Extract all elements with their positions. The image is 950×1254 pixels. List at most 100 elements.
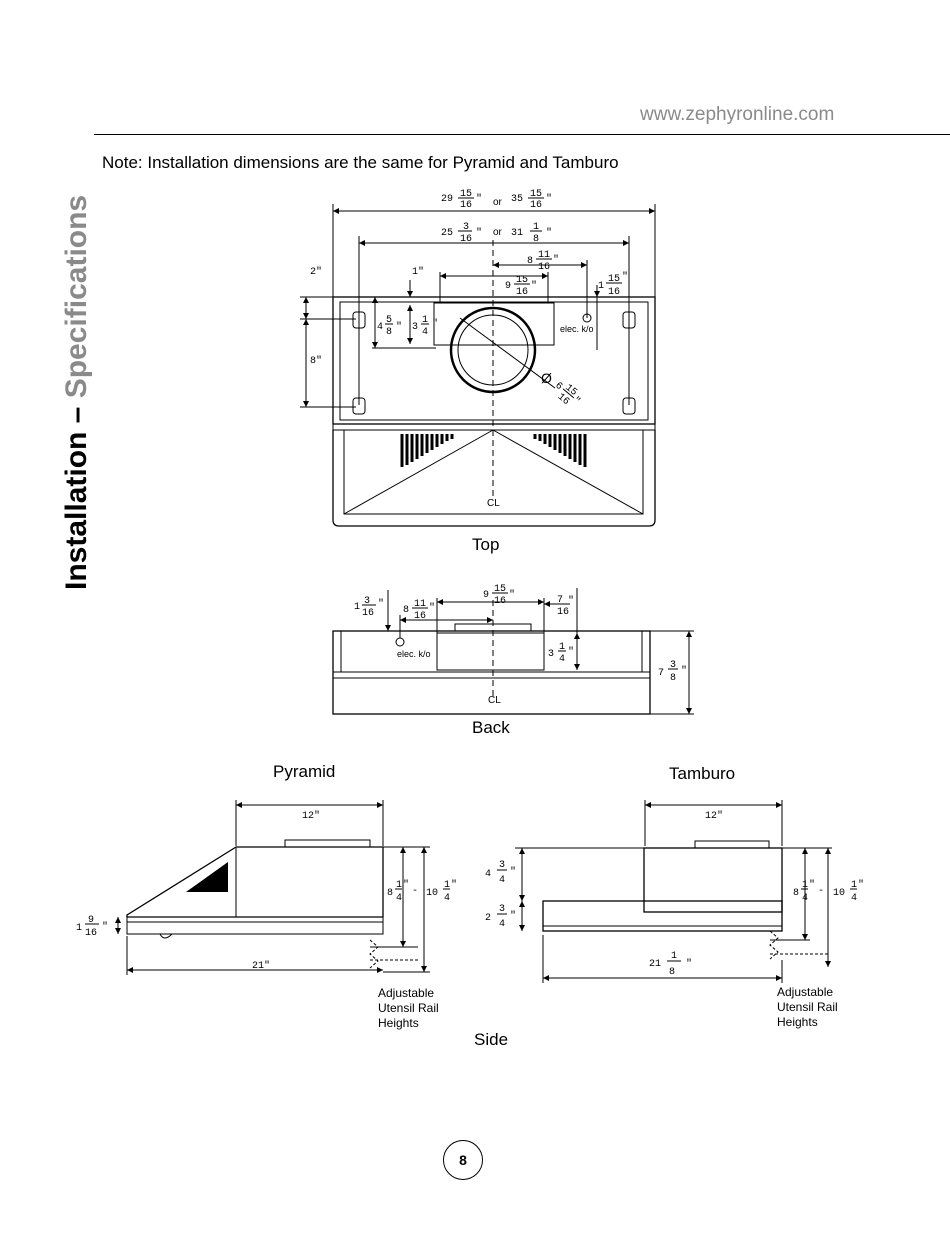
frac-den: 16 — [538, 262, 550, 273]
frac-den: 16 — [460, 200, 472, 211]
centerline-label: CL — [487, 498, 500, 509]
dim-duct-depth: 4 — [377, 322, 383, 333]
or-label: or — [493, 227, 503, 238]
tamburo-upper-height: 4 — [485, 869, 491, 880]
frac-den: 4 — [559, 654, 565, 665]
frac-num: 15 — [516, 275, 528, 286]
side-view-tamburo: Tamburo 12" 4 3 4 " 2 3 4 " 8 1 4 — [485, 764, 864, 1029]
svg-text:": " — [546, 227, 552, 239]
dim-back-duct-width: 9 — [483, 590, 489, 601]
svg-text:": " — [429, 602, 435, 614]
tamburo-rail-note-3: Heights — [777, 1015, 818, 1029]
svg-text:": " — [531, 280, 537, 292]
svg-text:": " — [622, 271, 628, 283]
svg-text:": " — [451, 879, 457, 891]
back-centerline-label: CL — [488, 695, 501, 706]
frac-den: 4 — [396, 893, 402, 904]
svg-text:": " — [858, 879, 864, 891]
dim-back-height: 7 — [658, 668, 664, 679]
elec-ko-label: elec. k/o — [560, 324, 594, 334]
svg-text:": " — [681, 665, 687, 677]
pyramid-height-max: 10 — [426, 888, 438, 899]
pyramid-rail-note-1: Adjustable — [378, 986, 434, 1000]
frac-num: 15 — [460, 189, 472, 200]
svg-text:": " — [476, 227, 482, 239]
svg-text:": " — [553, 254, 559, 266]
frac-den: 8 — [670, 673, 676, 684]
pyramid-rail-note-2: Utensil Rail — [378, 1001, 439, 1015]
frac-num: 15 — [608, 274, 620, 285]
frac-num: 1 — [422, 315, 428, 326]
frac-num: 1 — [396, 880, 402, 891]
pyramid-rail-note-3: Heights — [378, 1016, 419, 1030]
tamburo-rail-note-2: Utensil Rail — [777, 1000, 838, 1014]
dim-back-side-offset: 7 — [557, 595, 563, 606]
svg-text:": " — [510, 910, 516, 922]
frac-num: 3 — [364, 596, 370, 607]
frac-num: 1 — [671, 951, 677, 962]
caption-back: Back — [472, 718, 510, 737]
frac-num: 3 — [670, 660, 676, 671]
pyramid-front-height: 1 — [76, 923, 82, 934]
frac-den: 4 — [422, 327, 428, 338]
svg-text:": " — [809, 879, 815, 891]
dim-back-edge: 1 — [354, 602, 360, 613]
frac-den: 16 — [494, 596, 506, 607]
range-dash: - — [412, 886, 418, 897]
frac-num: 3 — [499, 904, 505, 915]
dim-back-duct-height: 3 — [548, 649, 554, 660]
range-dash: - — [818, 886, 824, 897]
side-view-pyramid: Pyramid 12" 8 1 4 " - 10 1 4 " 1 9 — [76, 762, 457, 1030]
dim-slot-8: 8" — [310, 355, 322, 367]
pyramid-top-width: 12" — [302, 810, 320, 822]
frac-den: 4 — [851, 893, 857, 904]
dim-duct-depth-2: 3 — [412, 322, 418, 333]
frac-den: 16 — [414, 611, 426, 622]
dim-back-1: 1" — [412, 266, 424, 278]
frac-num: 11 — [414, 599, 426, 610]
dim-overall-a: 29 — [441, 194, 453, 205]
svg-text:": " — [510, 866, 516, 878]
frac-den: 16 — [530, 200, 542, 211]
caption-side: Side — [474, 1030, 508, 1049]
tamburo-lower-height: 2 — [485, 913, 491, 924]
dim-mount-a: 25 — [441, 228, 453, 239]
frac-num: 11 — [538, 250, 550, 261]
diameter-icon: Ø — [541, 370, 552, 386]
frac-den: 16 — [85, 928, 97, 939]
pyramid-height-min: 8 — [387, 888, 393, 899]
frac-den: 16 — [516, 287, 528, 298]
site-url[interactable]: www.zephyronline.com — [640, 104, 835, 125]
frac-num: 1 — [802, 880, 808, 891]
svg-text:": " — [396, 321, 402, 333]
frac-num: 15 — [530, 189, 542, 200]
frac-den: 4 — [802, 893, 808, 904]
tamburo-depth: 21 — [649, 959, 661, 970]
svg-text:": " — [378, 598, 384, 610]
frac-num: 3 — [499, 860, 505, 871]
back-view: 1 3 16 " 8 11 16 " 9 15 16 " 7 16 " 3 1 … — [332, 584, 694, 737]
tamburo-height-max: 10 — [833, 888, 845, 899]
page-number: 8 — [443, 1140, 483, 1180]
frac-den: 16 — [362, 608, 374, 619]
vent-right — [533, 434, 587, 467]
frac-num: 15 — [494, 584, 506, 595]
svg-text:": " — [403, 879, 409, 891]
svg-text:": " — [509, 589, 515, 601]
or-label: or — [493, 197, 503, 208]
svg-text:": " — [102, 921, 108, 933]
frac-den: 8 — [533, 234, 539, 245]
frac-den: 4 — [499, 875, 505, 886]
frac-num: 3 — [463, 222, 469, 233]
pyramid-depth: 21" — [252, 960, 270, 972]
svg-text:": " — [476, 193, 482, 205]
frac-den: 4 — [444, 893, 450, 904]
frac-den: 16 — [460, 234, 472, 245]
frac-den: 16 — [557, 607, 569, 618]
back-elec-ko-label: elec. k/o — [397, 649, 431, 659]
frac-num: 9 — [88, 915, 94, 926]
dim-overall-b: 35 — [511, 194, 523, 205]
dim-elec-depth: 1 — [598, 281, 604, 292]
pyramid-title: Pyramid — [273, 762, 335, 781]
